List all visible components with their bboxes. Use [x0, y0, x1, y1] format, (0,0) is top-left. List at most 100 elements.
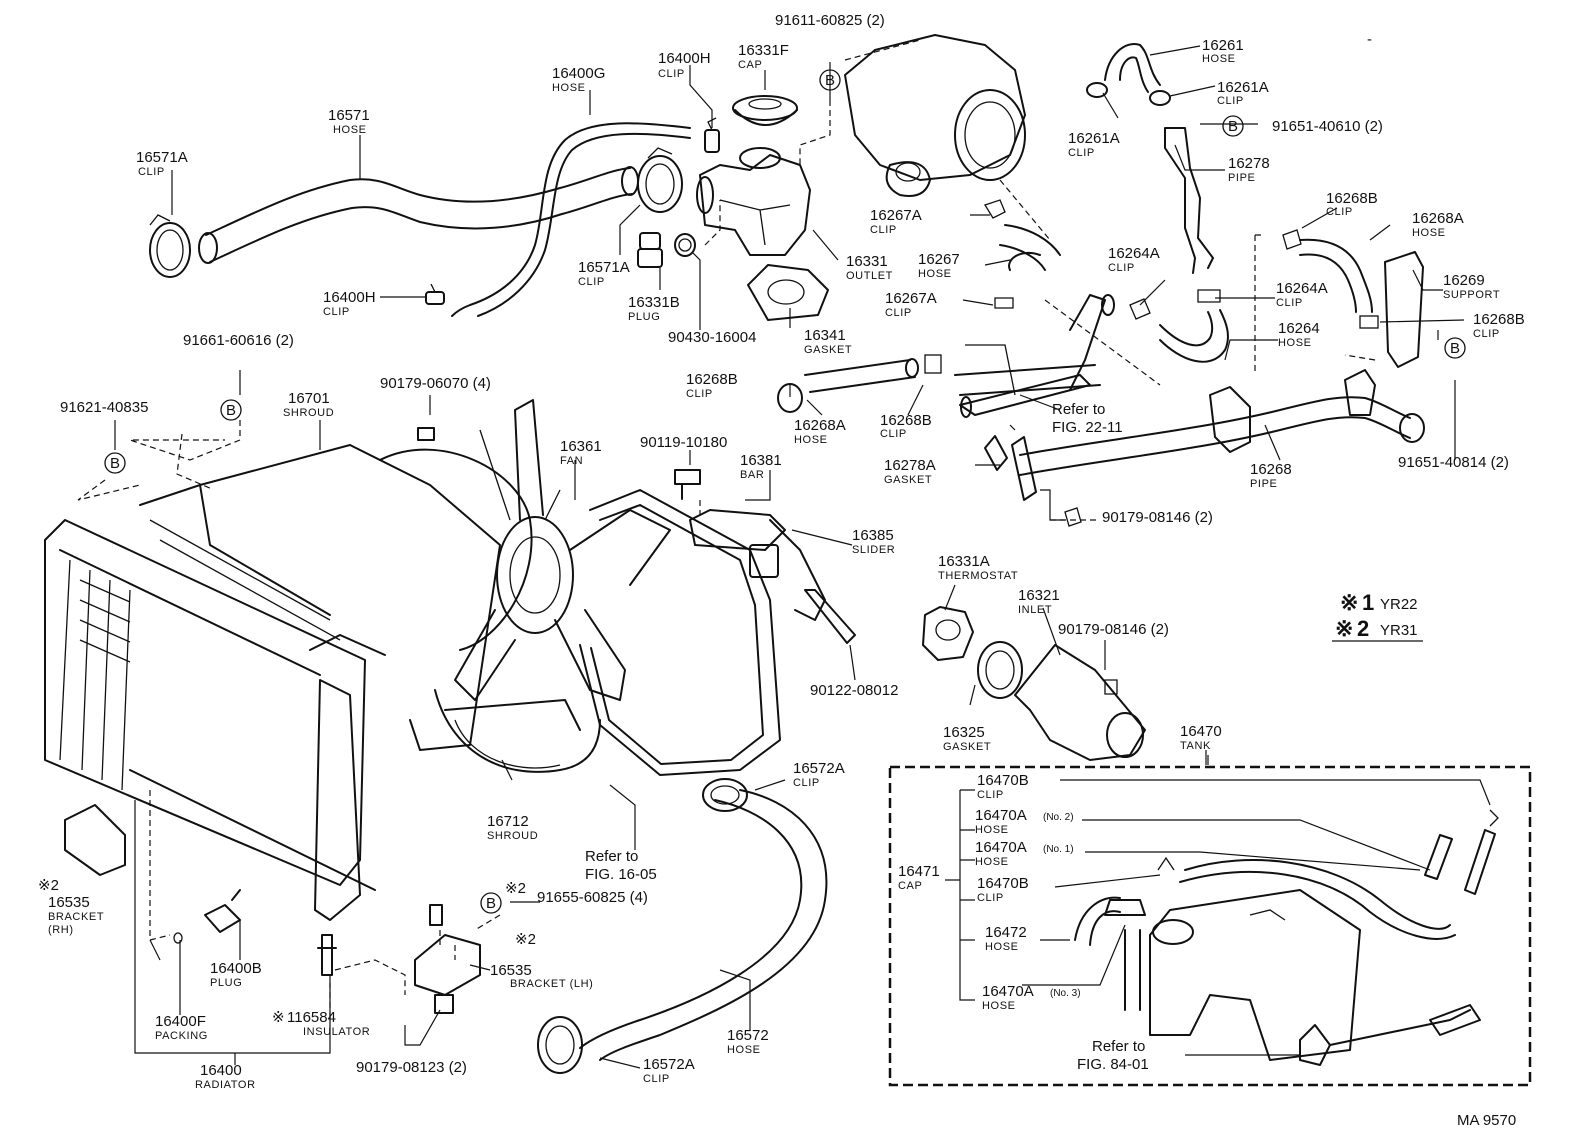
upper-radiator-hose: [205, 167, 633, 263]
label-part-number: 16572A: [643, 1056, 695, 1073]
label-part-name: HOSE: [918, 268, 952, 280]
label-part-name: CLIP: [138, 166, 165, 178]
label-part-number: 16470: [1180, 723, 1222, 740]
label-part-number: 16331F: [738, 42, 789, 59]
upper-hose-end-right: [621, 166, 639, 196]
label-part-number: 91655-60825 (4): [537, 889, 648, 906]
label-part-number: 91661-60616 (2): [183, 332, 294, 349]
hose-16264: [1159, 309, 1229, 363]
label-part-number: 16264: [1278, 320, 1320, 337]
clip-16268b-top: [1282, 229, 1302, 250]
stray-mark: -: [1367, 31, 1372, 48]
label-part-name: CLIP: [1108, 262, 1135, 274]
label-part-name: THERMOSTAT: [938, 570, 1018, 582]
label-part-number: 90179-08146 (2): [1102, 509, 1213, 526]
legend-text: YR22: [1380, 596, 1418, 613]
label-part-name: CAP: [898, 880, 922, 892]
label-part-number: 16712: [487, 813, 529, 830]
nut-90179-08123: [434, 994, 454, 1014]
label-part-number: 16470A: [975, 807, 1027, 824]
nut-90179-08146: [1064, 507, 1082, 527]
label-part-name: OUTLET: [846, 270, 893, 282]
label-part-name: HOSE: [1412, 227, 1446, 239]
bracket-16535-lh: [414, 934, 481, 996]
label-part-number: 16261A: [1068, 130, 1120, 147]
bracket-16535-rh: [64, 804, 126, 876]
label-part-name: CLIP: [1068, 147, 1095, 159]
label-hose-number: (No. 2): [1043, 812, 1074, 823]
label-part-number: 16571A: [578, 259, 630, 276]
support-16269: [1384, 251, 1424, 368]
label-part-number: 16264A: [1276, 280, 1328, 297]
legend-mark: ※: [1340, 590, 1358, 615]
label-part-number: 16400H: [658, 50, 711, 67]
hose-16268a-center: [804, 359, 916, 393]
hose-16472: [1074, 896, 1121, 946]
clip-16264a-left: [1129, 298, 1151, 320]
clip-16572a-bottom: [537, 1016, 583, 1074]
gasket-16325: [977, 641, 1023, 699]
label-part-number: 16267A: [870, 207, 922, 224]
fan-guard: [579, 489, 781, 776]
cooling-fan: [454, 399, 671, 701]
label-part-number: 16535: [490, 962, 532, 979]
label-part-name: PIPE: [1250, 478, 1277, 490]
tank-group-box: [888, 755, 1532, 1087]
hose-16470a-no1: [1179, 859, 1456, 940]
mark-2: ※2: [38, 877, 59, 894]
label-part-number: 16331A: [938, 553, 990, 570]
label-part-number: 16268B: [1326, 190, 1378, 207]
label-part-name: SLIDER: [852, 544, 895, 556]
ref-line1: Refer to: [1092, 1038, 1145, 1055]
clip-16470b-top: [1489, 809, 1499, 827]
label-part-name: CLIP: [880, 428, 907, 440]
label-part-name: HOSE: [727, 1044, 761, 1056]
label-part-name: BRACKET (LH): [510, 978, 593, 990]
circle-d-marker: [678, 238, 692, 252]
bolt-90119: [674, 469, 701, 500]
label-part-name: BRACKET: [48, 911, 104, 923]
clip-16267a-top: [984, 199, 1006, 219]
label-part-name: HOSE: [982, 1000, 1016, 1012]
label-part-name: CLIP: [1473, 328, 1500, 340]
clip-16571a-left: [149, 214, 191, 278]
circle-b-marker: B: [1222, 115, 1244, 137]
hose-16470a-no3: [1124, 929, 1141, 1011]
legend-num: 2: [1357, 616, 1369, 641]
label-part-number: 16385: [852, 527, 894, 544]
pipe-16278: [1164, 127, 1214, 274]
label-part-number: 16470B: [977, 772, 1029, 789]
label-part-number: 16400F: [155, 1013, 206, 1030]
radiator-drain: [429, 904, 443, 926]
label-part-number: 16268A: [1412, 210, 1464, 227]
label-part-number: 16400: [200, 1062, 242, 1079]
label-part-name: HOSE: [985, 941, 1019, 953]
upper-hose-end-left: [198, 232, 218, 264]
label-part-number: 116584: [287, 1009, 336, 1026]
ref-line2: FIG. 22-11: [1052, 419, 1123, 436]
label-part-number: 16261A: [1217, 79, 1269, 96]
label-part-number: 16571A: [136, 149, 188, 166]
label-part-number: 90122-08012: [810, 682, 898, 699]
label-part-name: CAP: [738, 59, 762, 71]
clip-16264a-right: [1197, 289, 1221, 303]
clip-16470b-mid: [1157, 856, 1175, 871]
lower-hose-16572: [579, 789, 828, 1061]
label-part-name: CLIP: [885, 307, 912, 319]
legend-text: YR31: [1380, 622, 1418, 639]
pipe-16268: [1019, 396, 1411, 476]
drain-plug: [637, 232, 663, 268]
thermostat: [922, 606, 974, 661]
label-part-number: 16321: [1018, 587, 1060, 604]
shroud-16712: [434, 689, 601, 773]
clip-16400h-top: [704, 117, 720, 153]
label-part-name: CLIP: [1276, 297, 1303, 309]
reservoir-tank: [1149, 889, 1361, 1061]
label-part-number: 16571: [328, 107, 370, 124]
label-part-name: FAN: [560, 455, 583, 467]
label-part-name: CLIP: [686, 388, 713, 400]
clip-16261a-right: [1149, 90, 1171, 106]
hose-16268a-top: [1299, 238, 1373, 313]
clip-16268b-center-right: [924, 354, 942, 374]
